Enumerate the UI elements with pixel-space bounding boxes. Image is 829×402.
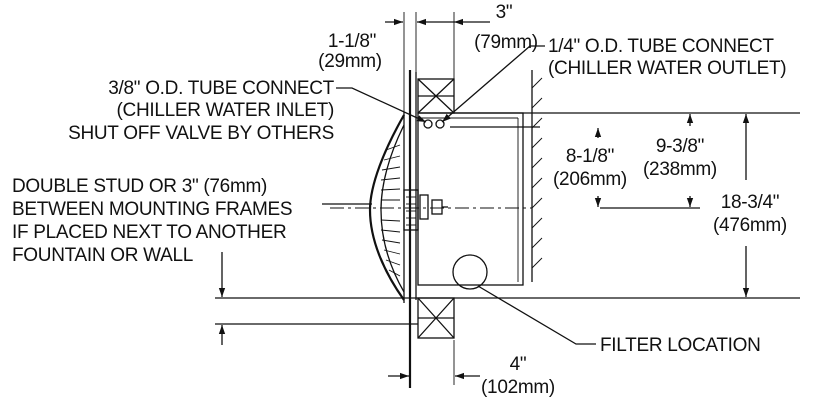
stud-callout-line2: BETWEEN MOUNTING FRAMES xyxy=(12,199,292,220)
dim-wall-offset-in: 1-1/8" xyxy=(328,31,376,52)
filter-leader xyxy=(477,285,596,345)
dim-frame-depth-mm: (79mm) xyxy=(474,32,538,53)
stud-callout-line4: FOUNTAIN OR WALL xyxy=(12,245,193,266)
outlet-callout-line1: 1/4" O.D. TUBE CONNECT xyxy=(548,36,774,57)
outlet-leader xyxy=(441,45,545,123)
filter-callout: FILTER LOCATION xyxy=(600,335,761,356)
dim-overall-height-mm: (476mm) xyxy=(713,215,787,236)
inlet-leader xyxy=(336,87,427,123)
dim-outlet-height-mm: (206mm) xyxy=(553,169,627,190)
front-bowl xyxy=(368,112,419,303)
dim-wall-offset-mm: (29mm) xyxy=(318,51,382,72)
outlet-callout-line2: (CHILLER WATER OUTLET) xyxy=(548,58,786,79)
inlet-callout-line2: (CHILLER WATER INLET) xyxy=(117,100,335,121)
dim-bottom-depth xyxy=(388,340,480,385)
stud-callout-line1: DOUBLE STUD OR 3" (76mm) xyxy=(12,176,267,197)
dim-inlet-height-in: 9-3/8" xyxy=(656,136,704,157)
dim-bottom-depth-in: 4" xyxy=(510,354,527,375)
inlet-callout-line3: SHUT OFF VALVE BY OTHERS xyxy=(68,123,334,144)
dim-frame-depth-in: 3" xyxy=(496,2,513,23)
dim-inlet-height-mm: (238mm) xyxy=(643,159,717,180)
dim-bottom-depth-mm: (102mm) xyxy=(481,377,555,398)
dim-outlet-height-in: 8-1/8" xyxy=(566,146,614,167)
inlet-callout-line1: 3/8" O.D. TUBE CONNECT xyxy=(108,78,334,99)
dim-overall-height-in: 18-3/4" xyxy=(721,192,780,213)
dim-frame-depth xyxy=(436,12,490,79)
dim-wall-offset xyxy=(385,12,436,112)
mounting-frame xyxy=(408,70,524,388)
filter-circle xyxy=(452,254,488,290)
stud-callout-line3: IF PLACED NEXT TO ANOTHER xyxy=(12,222,286,243)
wall-hatch xyxy=(531,70,543,282)
